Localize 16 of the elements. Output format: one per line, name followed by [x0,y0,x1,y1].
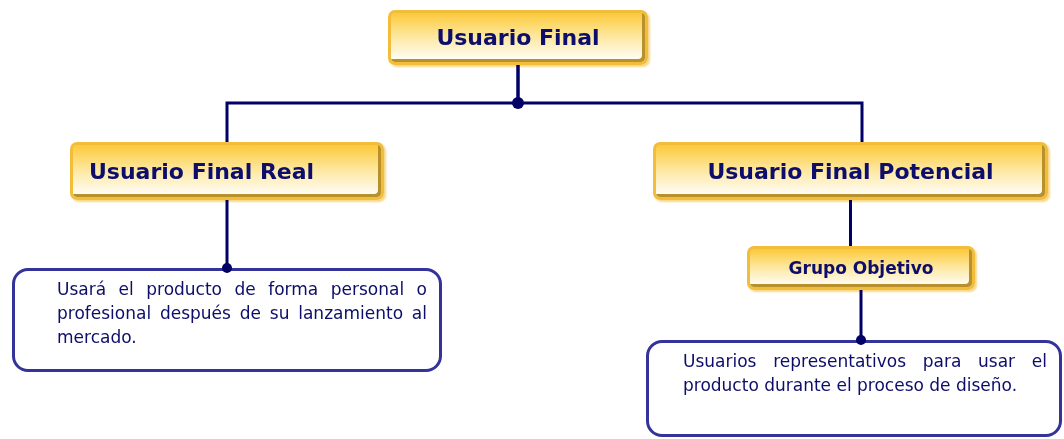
description-text: Usará el producto de forma personal o profesional después de su lanzamiento al mercado. [57,278,427,349]
title-box [388,10,648,65]
connector-line [856,290,866,345]
connector-line [516,65,864,142]
description-box [646,340,1062,437]
connector-line [849,200,852,246]
connector-line [222,200,232,273]
title-box [747,246,975,290]
title-box [70,142,384,200]
box-label: Usuario Final Potencial [707,158,994,184]
box-label: Usuario Final [436,25,600,50]
description-box [12,268,442,372]
description-text: Usuarios representativos para usar el producto durante el proceso de diseño. [683,350,1047,397]
title-box [653,142,1048,200]
box-label: Grupo Objetivo [788,258,934,278]
box-label: Usuario Final Real [89,158,315,184]
